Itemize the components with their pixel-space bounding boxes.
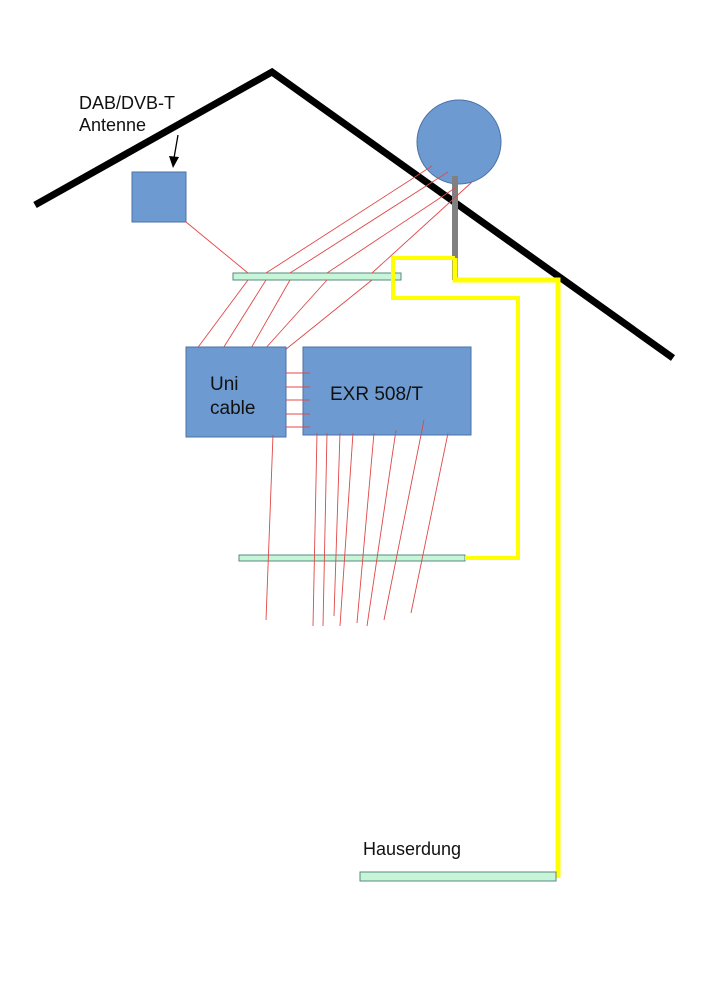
grounding-wires bbox=[391, 256, 561, 878]
multiswitch-label: EXR 508/T bbox=[330, 384, 423, 405]
interconnect-cables bbox=[286, 372, 310, 428]
multiswitch-box bbox=[302, 346, 472, 436]
antenna-pointer-arrow bbox=[173, 134, 179, 159]
lower-ground-rail bbox=[238, 554, 466, 562]
ground-label: Hauserdung bbox=[363, 839, 461, 859]
house-ground-rail bbox=[359, 871, 557, 882]
output-cables bbox=[265, 419, 449, 627]
unicable-label-line1: Uni bbox=[210, 374, 239, 395]
roof-line bbox=[33, 67, 676, 361]
unicable-box bbox=[185, 346, 287, 438]
feed-cables bbox=[185, 165, 473, 351]
antenna-label-line2: Antenne bbox=[79, 115, 146, 135]
unicable-label-line2: cable bbox=[210, 398, 255, 419]
antenna-label-line1: DAB/DVB-T bbox=[79, 93, 175, 113]
arrow-head-icon bbox=[169, 156, 179, 168]
satellite-dish bbox=[416, 99, 502, 185]
upper-ground-rail bbox=[232, 272, 402, 281]
dab-antenna-box bbox=[131, 171, 187, 223]
